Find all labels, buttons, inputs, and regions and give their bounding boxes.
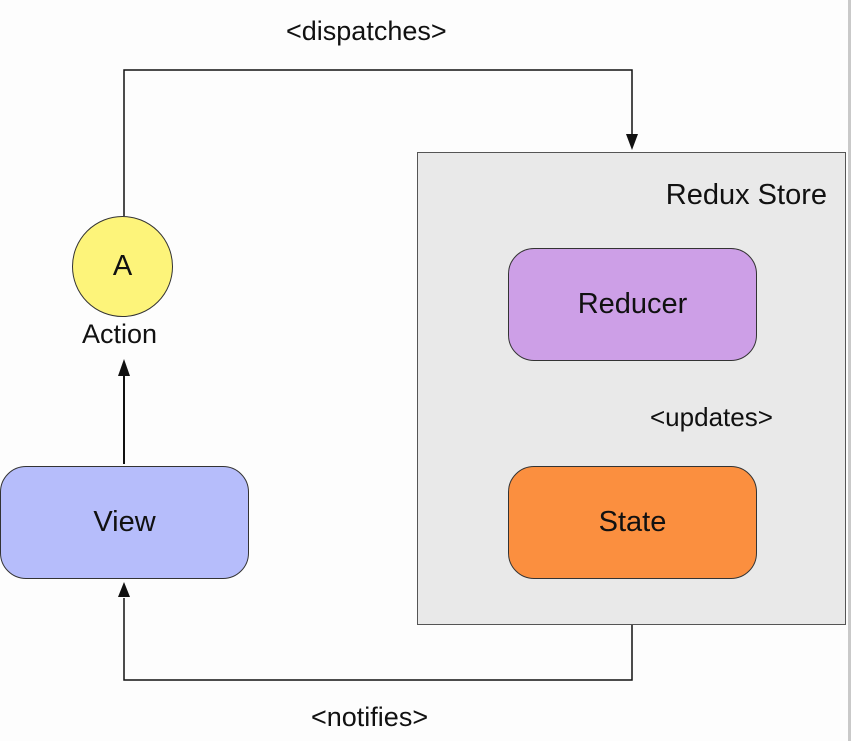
- redux-store-title: Redux Store: [665, 179, 827, 211]
- notifies-arrowhead: [118, 582, 130, 597]
- updates-label: <updates>: [650, 402, 773, 432]
- notifies-connector: [123, 598, 633, 681]
- notifies-label: <notifies>: [311, 702, 429, 732]
- dispatches-connector: [123, 69, 633, 216]
- window-frame-edge: [848, 0, 851, 741]
- action-label: Action: [82, 319, 158, 349]
- view-to-action-arrowhead: [118, 359, 130, 376]
- state-node: State: [508, 466, 757, 579]
- dispatches-label: <dispatches>: [286, 16, 447, 46]
- reducer-node: Reducer: [508, 248, 757, 361]
- dispatches-arrowhead: [626, 134, 638, 150]
- action-node: A: [72, 216, 173, 317]
- view-node: View: [0, 466, 249, 579]
